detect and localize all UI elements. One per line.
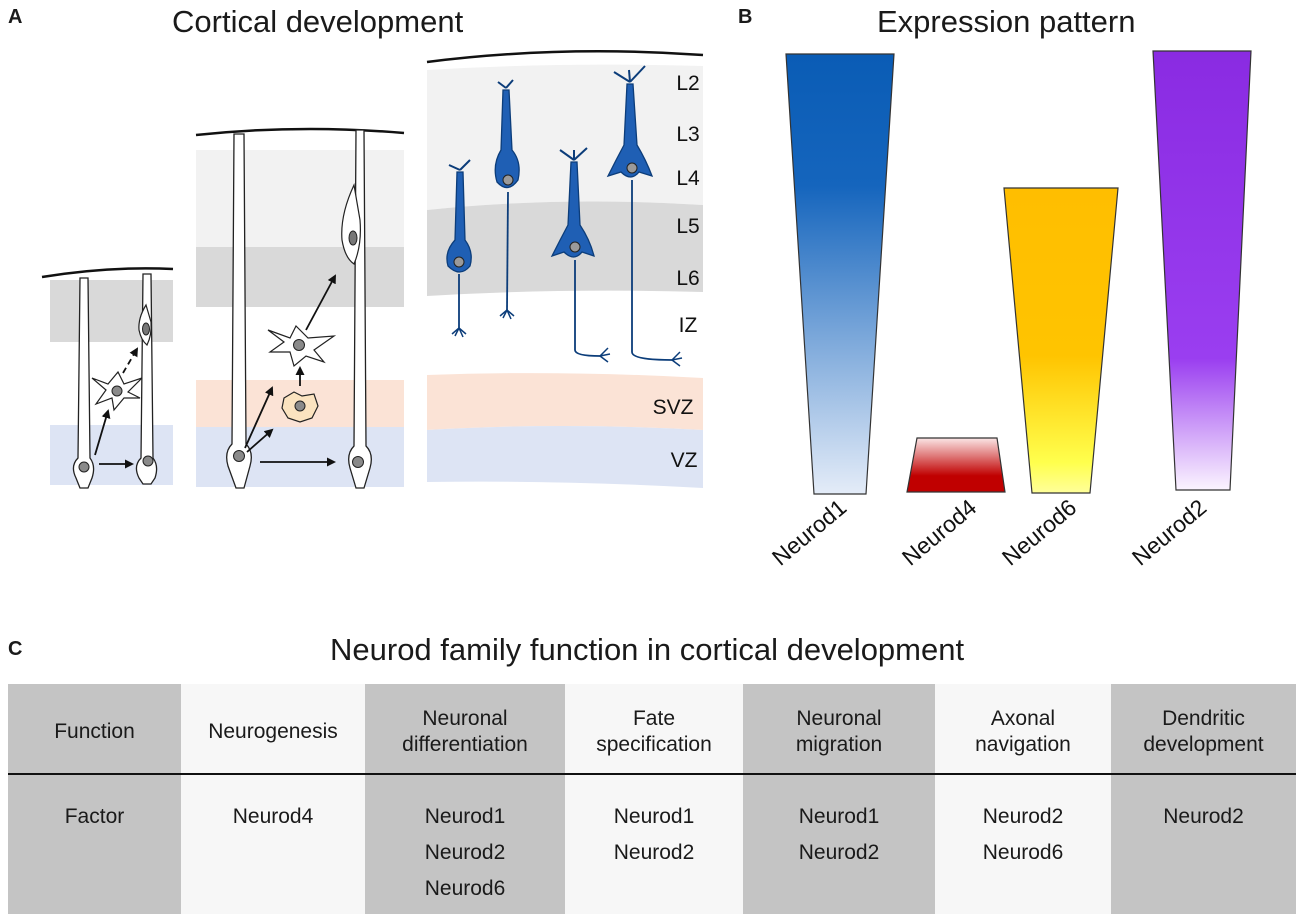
layer-label-svz: SVZ bbox=[653, 396, 694, 419]
panel-a-title: Cortical development bbox=[172, 4, 464, 39]
neurod4-label: Neurod4 bbox=[897, 494, 981, 571]
stage-3-late: L2 L3 L4 L5 L6 IZ SVZ VZ bbox=[426, 50, 704, 488]
panel-c-letter: C bbox=[8, 638, 23, 660]
column-neuronal-migration: Neuronal migration Neurod1 Neurod2 bbox=[743, 684, 935, 914]
panel-c-title: Neurod family function in cortical devel… bbox=[330, 632, 965, 667]
factor-list: Neurod2 Neurod6 bbox=[982, 805, 1064, 864]
factor-list: Neurod2 bbox=[1163, 805, 1244, 828]
panel-a-letter: A bbox=[8, 6, 23, 28]
factor-list: Neurod4 bbox=[232, 805, 314, 828]
expression-pattern-diagram: Neurod1 Neurod4 Neurod6 Neurod2 bbox=[767, 50, 1252, 571]
layer-label-l3: L3 bbox=[676, 123, 699, 146]
column-header: Neuronal migration bbox=[795, 707, 883, 756]
neurod2-bar bbox=[1152, 50, 1252, 491]
stage1-cortical-plate bbox=[50, 280, 173, 342]
layer-label-l6: L6 bbox=[676, 267, 699, 290]
column-axonal-navigation: Axonal navigation Neurod2 Neurod6 bbox=[935, 684, 1111, 914]
stage-2-mid bbox=[195, 127, 405, 489]
cortical-development-diagram: L2 L3 L4 L5 L6 IZ SVZ VZ bbox=[41, 50, 704, 489]
neurod1-bar bbox=[785, 53, 895, 495]
factor-list: Neurod1 Neurod2 bbox=[613, 805, 695, 864]
column-header: Dendritic development bbox=[1143, 707, 1264, 756]
neurod6-bar bbox=[1003, 187, 1119, 494]
column-header: Fate specification bbox=[596, 707, 712, 756]
neuron-3 bbox=[550, 147, 611, 363]
column-dendritic-development: Dendritic development Neurod2 bbox=[1111, 684, 1296, 914]
panel-b-letter: B bbox=[738, 6, 753, 28]
row-label-function: Function bbox=[54, 720, 135, 743]
layer-label-l2: L2 bbox=[676, 72, 699, 95]
neurod4-bar bbox=[906, 437, 1006, 493]
neurod1-label: Neurod1 bbox=[767, 494, 851, 571]
column-header: Axonal navigation bbox=[975, 707, 1071, 756]
neuron-2 bbox=[494, 79, 520, 320]
column-neurogenesis: Neurogenesis Neurod4 bbox=[181, 684, 365, 914]
header-divider bbox=[8, 773, 1296, 775]
layer-label-l4: L4 bbox=[676, 167, 700, 190]
layer-label-iz: IZ bbox=[679, 314, 698, 337]
stage1-pial-surface bbox=[41, 267, 174, 279]
factor-list: Neurod1 Neurod2 bbox=[798, 805, 880, 864]
neuron-4 bbox=[606, 65, 683, 367]
row-label-column: Function Factor bbox=[8, 684, 181, 914]
column-header: Neurogenesis bbox=[208, 720, 338, 743]
layer-label-l5: L5 bbox=[676, 215, 699, 238]
layer-label-vz: VZ bbox=[671, 449, 698, 472]
stage3-vz-band bbox=[427, 426, 703, 488]
column-header: Neuronal differentiation bbox=[402, 707, 528, 756]
row-label-factor: Factor bbox=[64, 805, 125, 828]
column-fate-specification: Fate specification Neurod1 Neurod2 bbox=[565, 684, 743, 914]
stage3-svz-band bbox=[427, 373, 703, 430]
factor-list: Neurod1 Neurod2 Neurod6 bbox=[424, 805, 506, 900]
neurod6-label: Neurod6 bbox=[997, 494, 1081, 571]
column-neuronal-differentiation: Neuronal differentiation Neurod1 Neurod2… bbox=[365, 684, 565, 914]
neurod2-label: Neurod2 bbox=[1127, 494, 1211, 571]
stage-1-early bbox=[41, 267, 174, 489]
neuron-1 bbox=[446, 159, 472, 338]
panel-b-title: Expression pattern bbox=[877, 4, 1136, 39]
function-table: Function Factor Neurogenesis Neurod4 Neu… bbox=[8, 684, 1296, 914]
